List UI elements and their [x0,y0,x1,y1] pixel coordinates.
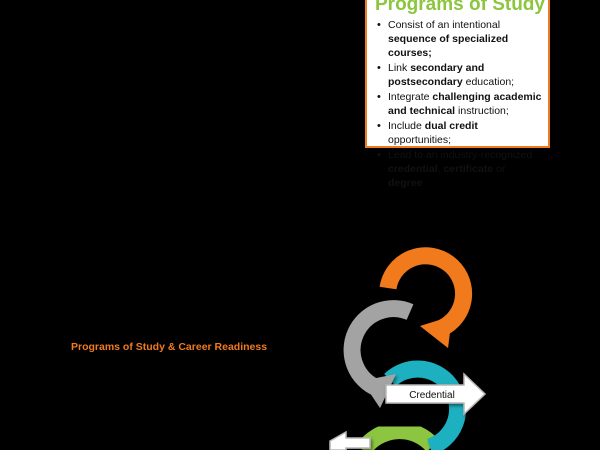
list-item-dual-credit: Include dual credit opportunities; [375,119,542,147]
white-arrow-left [329,430,371,450]
programs-of-study-box: Programs of Study Consist of an intentio… [365,0,550,189]
programs-of-study-title: Programs of Study [375,0,545,15]
programs-of-study-list: Consist of an intentional sequence of sp… [375,18,542,190]
credential-label: Credential [409,390,455,401]
list-item-integrate: Integrate challenging academic and techn… [375,90,542,118]
list-item-credential: Lead to an industry-recognized credentia… [375,148,542,190]
gray-circular-arrow [343,300,414,408]
list-item-link: Link secondary and postsecondary educati… [375,61,542,89]
credential-arrow: Credential [385,372,487,416]
orange-circular-arrow [379,247,472,348]
career-readiness-heading: Programs of Study & Career Readiness [71,341,268,353]
list-item-sequence: Consist of an intentional sequence of sp… [375,18,542,60]
green-circular-arrow [355,422,440,450]
